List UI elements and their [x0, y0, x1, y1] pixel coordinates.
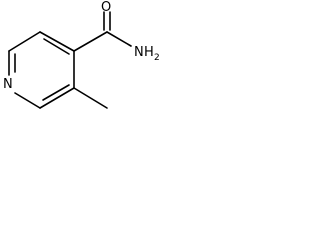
chemical-structure: O N H 2 N — [0, 0, 170, 134]
methyl-bond — [73, 87, 108, 109]
ring-bond-top-left — [39, 31, 75, 52]
ring-bond-bottom-right-inner — [42, 84, 70, 101]
amide-n-bond — [106, 31, 132, 47]
ring-bond-bottom-right — [39, 87, 75, 109]
amine-subscript-label: 2 — [154, 53, 160, 63]
ring-bond-top — [8, 31, 41, 52]
ring-n-label: N — [3, 77, 13, 92]
amine-n-label: N — [134, 45, 144, 60]
ring-bond-bottom-left — [14, 92, 41, 109]
molecule-diagram: O N H 2 N — [3, 0, 160, 109]
amine-h-label: H — [144, 45, 154, 60]
oxygen-label: O — [101, 0, 111, 15]
ring-bond-top-left-inner — [43, 38, 70, 55]
carbonyl-carbon-bond — [73, 31, 108, 52]
